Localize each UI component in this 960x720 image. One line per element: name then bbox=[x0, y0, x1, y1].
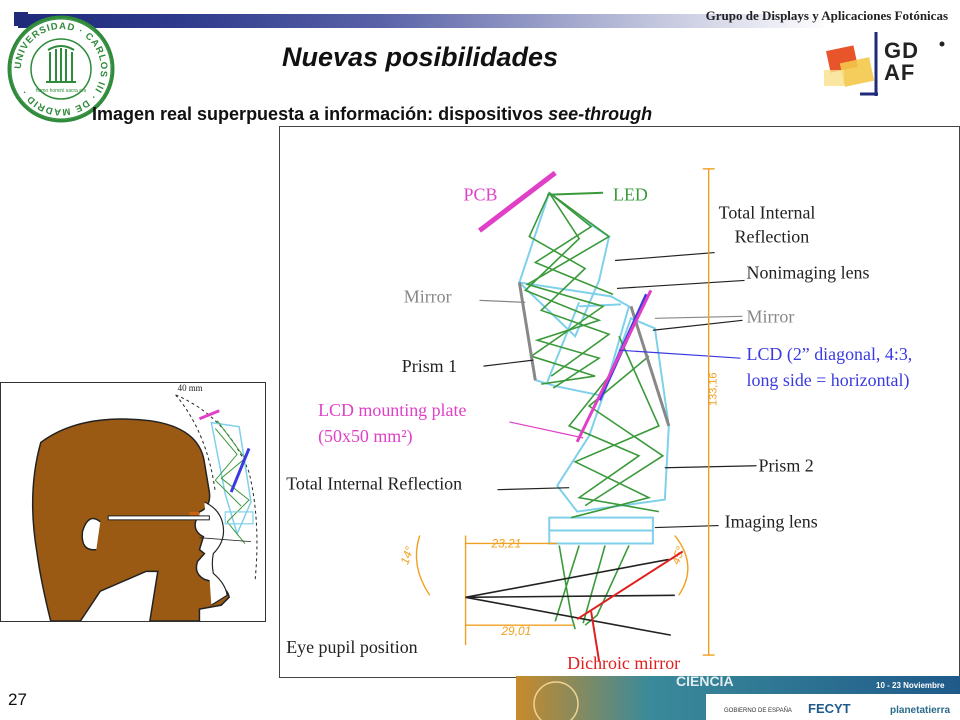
head-figure-dimension: 40 mm bbox=[178, 383, 203, 393]
group-title: Grupo de Displays y Aplicaciones Fotónic… bbox=[705, 8, 948, 23]
label-tir-top-2: Reflection bbox=[735, 227, 810, 247]
slide-subtitle: Imagen real superpuesta a información: d… bbox=[92, 104, 652, 125]
banner-dates: 10 - 23 Noviembre bbox=[876, 681, 945, 690]
dichroic-mirror bbox=[576, 550, 684, 662]
label-mounting-plate-2: (50x50 mm²) bbox=[318, 426, 413, 447]
group-logo-text-top: GD bbox=[884, 38, 919, 63]
label-prism-1: Prism 1 bbox=[402, 356, 457, 376]
mirror-left-line bbox=[517, 282, 537, 381]
label-angle-14: 14° bbox=[397, 544, 416, 566]
group-logo-text-bottom: AF bbox=[884, 60, 915, 85]
label-lcd-1: LCD (2” diagonal, 4:3, bbox=[747, 344, 913, 365]
label-mounting-plate-1: LCD mounting plate bbox=[318, 400, 466, 420]
mirror-right-line bbox=[629, 305, 671, 427]
subtitle-main: Imagen real superpuesta a información: d… bbox=[92, 104, 549, 124]
ear bbox=[81, 517, 101, 551]
dimension-lines bbox=[415, 168, 715, 656]
header-gradient-bar bbox=[18, 14, 830, 28]
eye-ray-lines bbox=[465, 558, 675, 636]
banner-ciencia: CIENCIA bbox=[676, 676, 734, 689]
slide-number: 27 bbox=[8, 690, 27, 709]
label-nonimaging-lens: Nonimaging lens bbox=[747, 262, 870, 282]
label-eye-pupil: Eye pupil position bbox=[286, 637, 417, 657]
lcd-mounting-plate bbox=[575, 289, 653, 443]
label-imaging-lens: Imaging lens bbox=[725, 512, 818, 532]
optical-system-diagram: PCB LED bbox=[279, 126, 960, 678]
label-dim-133: 133,16 bbox=[708, 372, 720, 406]
university-motto: homo homini sacra res bbox=[36, 88, 87, 94]
temple-bar bbox=[107, 515, 210, 521]
head-mounted-display-figure: 40 mm bbox=[0, 382, 266, 622]
label-pcb: PCB bbox=[464, 185, 498, 205]
label-tir-top-1: Total Internal bbox=[719, 203, 816, 223]
face-profile bbox=[204, 501, 228, 606]
label-mirror-left: Mirror bbox=[404, 286, 452, 306]
label-led: LED bbox=[613, 185, 648, 205]
banner-gobierno: GOBIERNO DE ESPAÑA bbox=[724, 707, 792, 714]
subtitle-italic: see-through bbox=[548, 104, 653, 124]
eye-mark bbox=[189, 511, 200, 518]
banner-fecyt: FECYT bbox=[808, 701, 851, 716]
label-tir-left: Total Internal Reflection bbox=[286, 474, 462, 494]
pcb-board bbox=[477, 170, 557, 233]
event-banner: CIENCIA 10 - 23 Noviembre GOBIERNO DE ES… bbox=[516, 676, 960, 720]
university-logo: UNIVERSIDAD · CARLOS III · DE MADRID · h… bbox=[7, 15, 115, 123]
label-prism-2: Prism 2 bbox=[758, 456, 813, 476]
banner-planetatierra: planetatierra bbox=[890, 705, 950, 716]
group-logo: GD AF bbox=[824, 32, 945, 96]
label-dim-23: 23,21 bbox=[490, 536, 521, 550]
led-ray-traces bbox=[523, 192, 665, 630]
prism-2 bbox=[548, 316, 670, 545]
label-mirror-right: Mirror bbox=[747, 306, 795, 326]
slide-title: Nuevas posibilidades bbox=[281, 42, 559, 72]
label-dichroic-mirror: Dichroic mirror bbox=[567, 653, 680, 673]
label-lcd-2: long side = horizontal) bbox=[747, 370, 910, 391]
label-dim-29: 29,01 bbox=[500, 624, 531, 638]
